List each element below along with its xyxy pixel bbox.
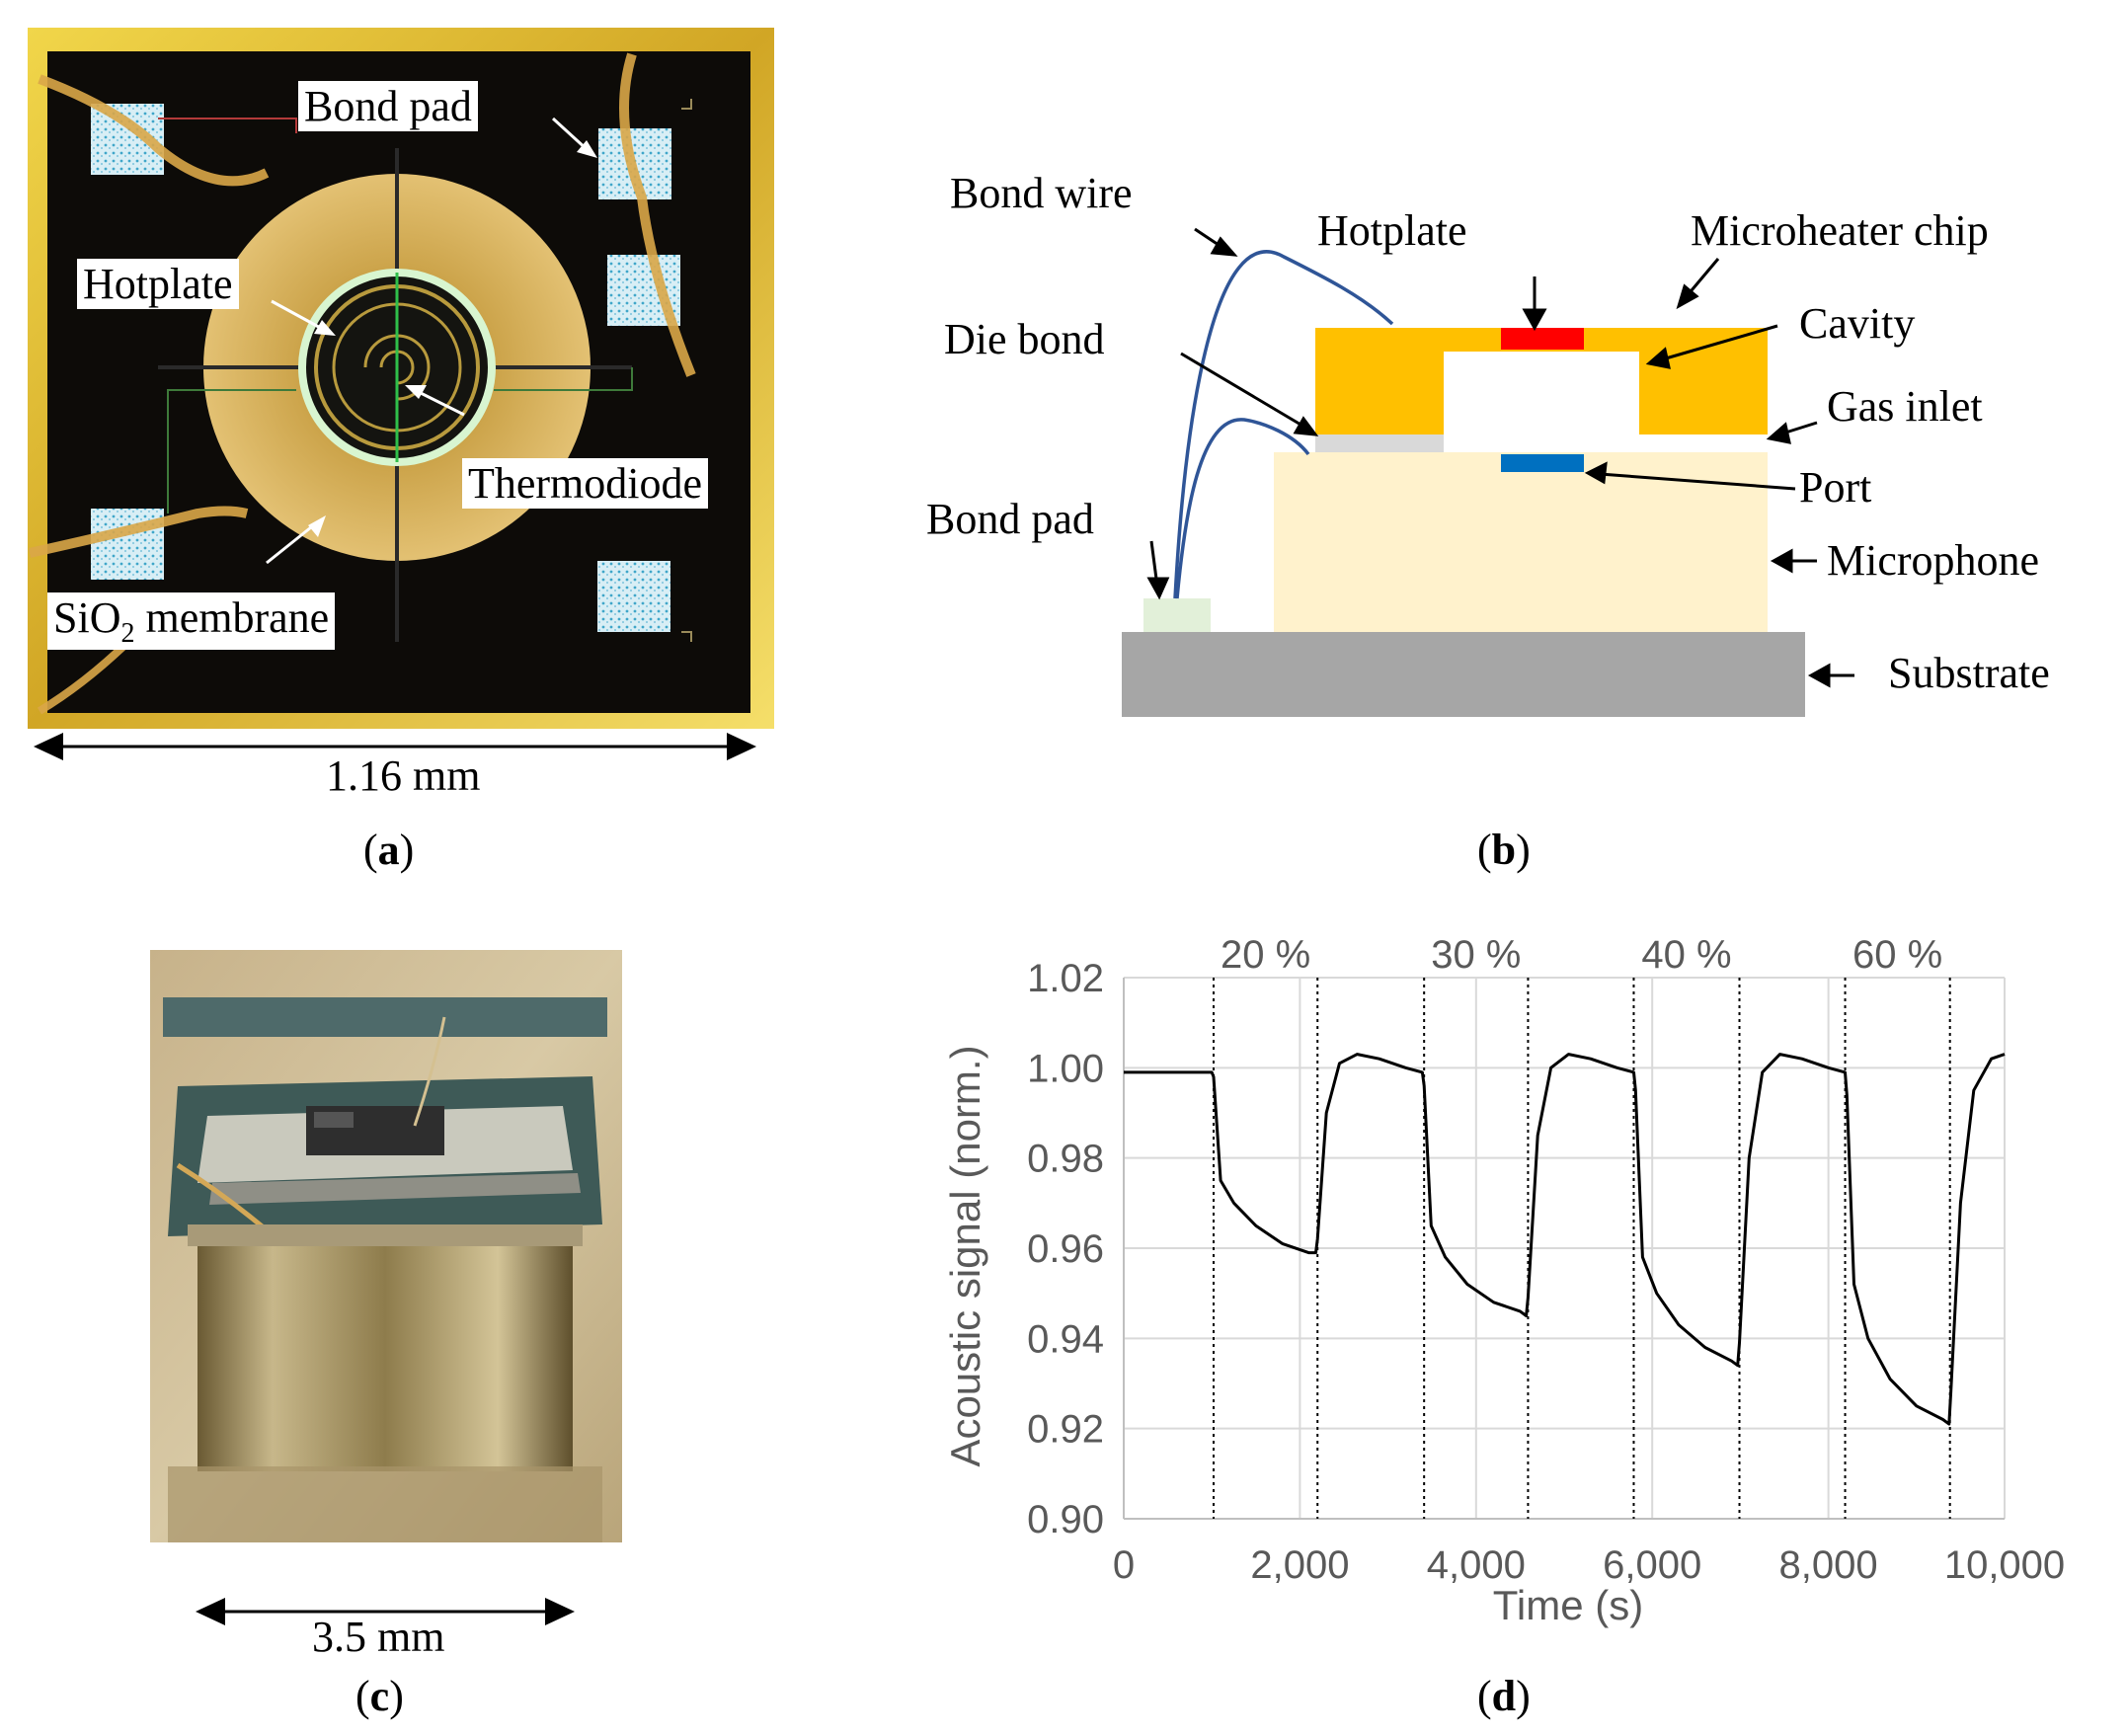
substrate	[1122, 632, 1805, 717]
panel-d: 0.90 0.92 0.94 0.96 0.98 1.00 1.02 0 2,000 4,000 6…	[889, 928, 2128, 1736]
caption-c: (c)	[355, 1672, 404, 1720]
x-tick-label: 10,000	[1944, 1543, 2065, 1587]
label-bond-pad-a: Bond pad	[298, 81, 478, 131]
acoustic-signal-chart: 0.90 0.92 0.94 0.96 0.98 1.00 1.02 0 2,000 4,000 6…	[942, 933, 2065, 1628]
microphone	[1274, 452, 1768, 632]
label-sio2-membrane: SiO2 membrane	[47, 592, 336, 650]
panel-c: 3.5 mm (c)	[0, 928, 790, 1736]
y-tick-label: 0.96	[1027, 1227, 1104, 1271]
x-tick-label: 0	[1113, 1543, 1135, 1587]
bond-wire-short	[1175, 418, 1310, 599]
y-tick-label: 1.02	[1027, 957, 1104, 1000]
panel-a: Bond pad Hotplate Thermodiode SiO2 membr…	[0, 0, 790, 889]
chart-series	[1124, 1053, 2006, 1426]
x-tick-label: 6,000	[1603, 1543, 1701, 1587]
label-thermodiode: Thermodiode	[462, 458, 709, 509]
y-tick-label: 0.90	[1027, 1498, 1104, 1541]
label-microphone: Microphone	[1827, 536, 2040, 585]
panel-b: Bond wire Hotplate Microheater chip Die …	[889, 0, 2128, 889]
concentration-annotation: 40 %	[1641, 933, 1731, 977]
label-cavity: Cavity	[1799, 299, 1916, 348]
y-axis-label: Acoustic signal (norm.)	[942, 1045, 988, 1466]
concentration-annotation: 30 %	[1431, 933, 1521, 977]
label-hotplate-b: Hotplate	[1317, 206, 1467, 255]
scale-label-c: 3.5 mm	[312, 1613, 445, 1661]
label-bond-pad-b: Bond pad	[926, 495, 1094, 543]
bond-wire-long	[1173, 250, 1394, 599]
chart-ticks: 0.90 0.92 0.94 0.96 0.98 1.00 1.02 0 2,000 4,000 6…	[1027, 957, 2065, 1587]
caption-a: (a)	[363, 826, 415, 874]
label-port: Port	[1799, 463, 1872, 512]
package-photo	[150, 950, 622, 1542]
chart-marker-lines	[1212, 978, 1951, 1519]
label-hotplate-a: Hotplate	[77, 259, 239, 309]
y-tick-label: 1.00	[1027, 1047, 1104, 1090]
port	[1501, 454, 1584, 472]
microphone-can	[197, 1234, 573, 1471]
y-tick-label: 0.98	[1027, 1138, 1104, 1181]
caption-d: (d)	[1477, 1672, 1531, 1720]
x-tick-label: 8,000	[1779, 1543, 1878, 1587]
y-tick-label: 0.92	[1027, 1408, 1104, 1452]
label-microheater-chip: Microheater chip	[1691, 206, 1989, 255]
label-die-bond: Die bond	[944, 315, 1105, 363]
concentration-annotation: 20 %	[1221, 933, 1310, 977]
hotplate-b	[1501, 328, 1584, 350]
concentration-annotation: 60 %	[1852, 933, 1942, 977]
x-tick-label: 4,000	[1427, 1543, 1526, 1587]
cross-section-diagram	[1122, 227, 1854, 717]
chart-annotations: 20 % 30 % 40 % 60 %	[1221, 933, 1942, 977]
acoustic-signal-line	[1124, 1053, 2006, 1426]
bond-pad-4	[91, 509, 164, 580]
label-bond-wire: Bond wire	[950, 169, 1133, 217]
bond-pad-b	[1143, 598, 1211, 632]
x-tick-label: 2,000	[1250, 1543, 1349, 1587]
caption-b: (b)	[1477, 826, 1531, 874]
chart-grid	[1123, 977, 2006, 1520]
y-tick-label: 0.94	[1027, 1317, 1104, 1361]
scale-bar-a	[34, 733, 756, 760]
scale-label-a: 1.16 mm	[326, 751, 481, 800]
x-axis-label: Time (s)	[1493, 1582, 1643, 1628]
scale-bar-c	[196, 1598, 575, 1625]
label-substrate: Substrate	[1888, 649, 2050, 697]
die-bond	[1315, 434, 1444, 452]
bond-pad-5	[597, 561, 670, 632]
microheater-chip	[1315, 328, 1768, 434]
chip-micrograph	[28, 28, 774, 729]
label-gas-inlet: Gas inlet	[1827, 382, 1983, 431]
